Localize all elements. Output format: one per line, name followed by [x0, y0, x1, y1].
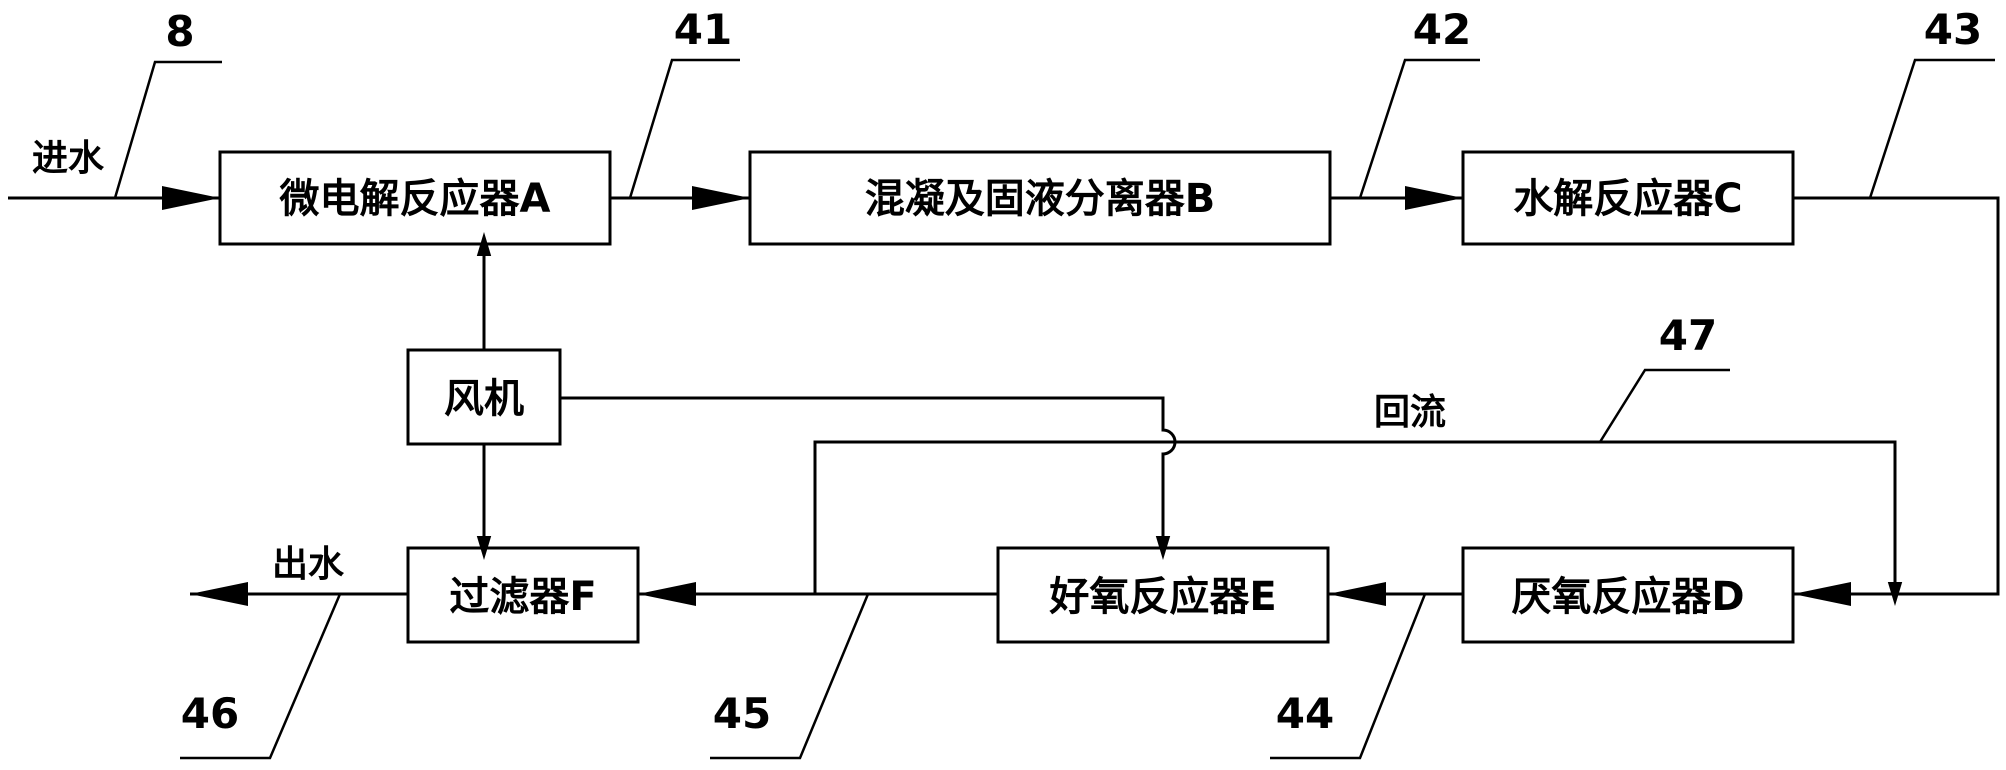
- reference-number: 43: [1924, 5, 1982, 54]
- box-filter: 过滤器F: [406, 546, 640, 644]
- box-blower: 风机: [406, 348, 562, 446]
- ref-46: 46: [180, 593, 342, 760]
- reference-number: 41: [674, 5, 732, 54]
- ref-8: 8: [113, 7, 222, 199]
- water-out-label: 出水: [272, 544, 345, 585]
- reference-number: 44: [1276, 689, 1334, 738]
- box-label: 风机: [444, 376, 524, 422]
- air-line-to-e: [560, 396, 1177, 560]
- ref-47: 47: [1598, 311, 1730, 443]
- reference-number: 47: [1659, 311, 1717, 360]
- box-aerobic-reactor: 好氧反应器E: [996, 546, 1330, 644]
- box-label: 混凝及固液分离器B: [865, 176, 1216, 222]
- box-label: 水解反应器C: [1513, 176, 1742, 222]
- reference-number: 46: [181, 689, 239, 738]
- ref-42: 42: [1358, 5, 1480, 199]
- box-hydrolysis-reactor: 水解反应器C: [1461, 150, 1795, 246]
- ref-44: 44: [1270, 593, 1427, 760]
- ref-43: 43: [1868, 5, 1995, 199]
- reference-number: 8: [165, 7, 194, 56]
- box-micro-electrolysis-reactor: 微电解反应器A: [218, 150, 612, 246]
- reflux-line: [813, 440, 1903, 606]
- box-label: 微电解反应器A: [279, 176, 551, 222]
- reference-number: 42: [1413, 5, 1471, 54]
- box-coagulation-separator: 混凝及固液分离器B: [748, 150, 1332, 246]
- box-label: 过滤器F: [449, 574, 596, 620]
- reference-number: 45: [713, 689, 771, 738]
- water-in-label: 进水: [32, 138, 105, 179]
- ref-41: 41: [628, 5, 740, 199]
- box-anaerobic-reactor: 厌氧反应器D: [1461, 546, 1795, 644]
- box-label: 好氧反应器E: [1048, 574, 1276, 620]
- ref-45: 45: [710, 593, 870, 760]
- reflux-label: 回流: [1374, 392, 1446, 433]
- box-label: 厌氧反应器D: [1511, 574, 1744, 620]
